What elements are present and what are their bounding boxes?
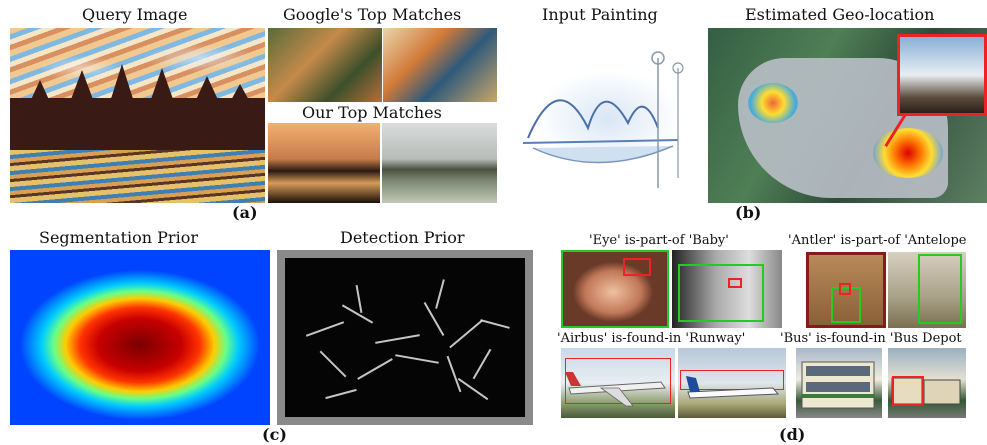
- airbus-runway-caption: 'Airbus' is-found-in 'Runway': [557, 331, 746, 346]
- antelope-detection-box: [831, 287, 861, 323]
- bus-closeup-image: [888, 348, 966, 418]
- temple-silhouette: [10, 98, 265, 150]
- bus-depot-caption: 'Bus' is-found-in 'Bus Depot: [780, 331, 962, 346]
- segmentation-prior-heatmap: [10, 250, 270, 425]
- bus-depot-image: [796, 348, 882, 418]
- our-match-image-1: [268, 123, 380, 203]
- geo-location-map: [708, 28, 987, 203]
- query-image: [10, 28, 265, 203]
- airplane-shape-2: [686, 376, 780, 399]
- geo-location-title: Estimated Geo-location: [745, 5, 935, 24]
- baby-face-image: [561, 250, 669, 328]
- detection-prior-canvas: [285, 258, 525, 417]
- panel-label-c: (c): [262, 425, 287, 444]
- temple-towers: [30, 64, 250, 102]
- bus-detection-box: [892, 376, 924, 406]
- baby-eye-closeup-image: [672, 250, 782, 328]
- heatmap-blob-secondary: [748, 83, 798, 123]
- eye-baby-caption: 'Eye' is-part-of 'Baby': [589, 233, 729, 248]
- google-match-image-2: [383, 28, 497, 102]
- detection-prior-image: [277, 250, 533, 425]
- location-inset-photo: [897, 34, 987, 116]
- antler-part-box: [839, 283, 851, 295]
- eye-part-box-2: [728, 278, 742, 288]
- airbus-runway-image: [561, 348, 675, 418]
- antelope-closeup-image: [888, 252, 966, 328]
- bus-row: [891, 377, 961, 405]
- segmentation-prior-title: Segmentation Prior: [39, 228, 198, 247]
- antelope-field-image: [806, 252, 886, 328]
- antelope-detection-box-2: [918, 254, 962, 324]
- panel-label-d: (d): [779, 425, 806, 444]
- panel-label-b: (b): [735, 203, 762, 222]
- double-decker-bus: [801, 361, 875, 409]
- heatmap-blob-primary: [873, 128, 943, 178]
- baby-detection-box: [678, 264, 764, 322]
- our-matches-title: Our Top Matches: [302, 103, 442, 122]
- airbus-closeup-image: [678, 348, 786, 418]
- detection-prior-title: Detection Prior: [340, 228, 465, 247]
- runway-region-box: [565, 358, 671, 404]
- reflection-water: [10, 150, 265, 203]
- opera-house-sketch: [522, 51, 684, 188]
- our-match-image-2: [382, 123, 497, 203]
- eye-part-box: [623, 258, 651, 276]
- airplane-shape: [565, 372, 666, 407]
- antler-antelope-caption: 'Antler' is-part-of 'Antelope: [788, 233, 967, 248]
- google-matches-title: Google's Top Matches: [283, 5, 462, 24]
- input-painting-image: [508, 28, 700, 203]
- panel-label-a: (a): [232, 203, 258, 222]
- input-painting-title: Input Painting: [542, 5, 658, 24]
- query-image-title: Query Image: [82, 5, 188, 24]
- google-match-image-1: [268, 28, 382, 102]
